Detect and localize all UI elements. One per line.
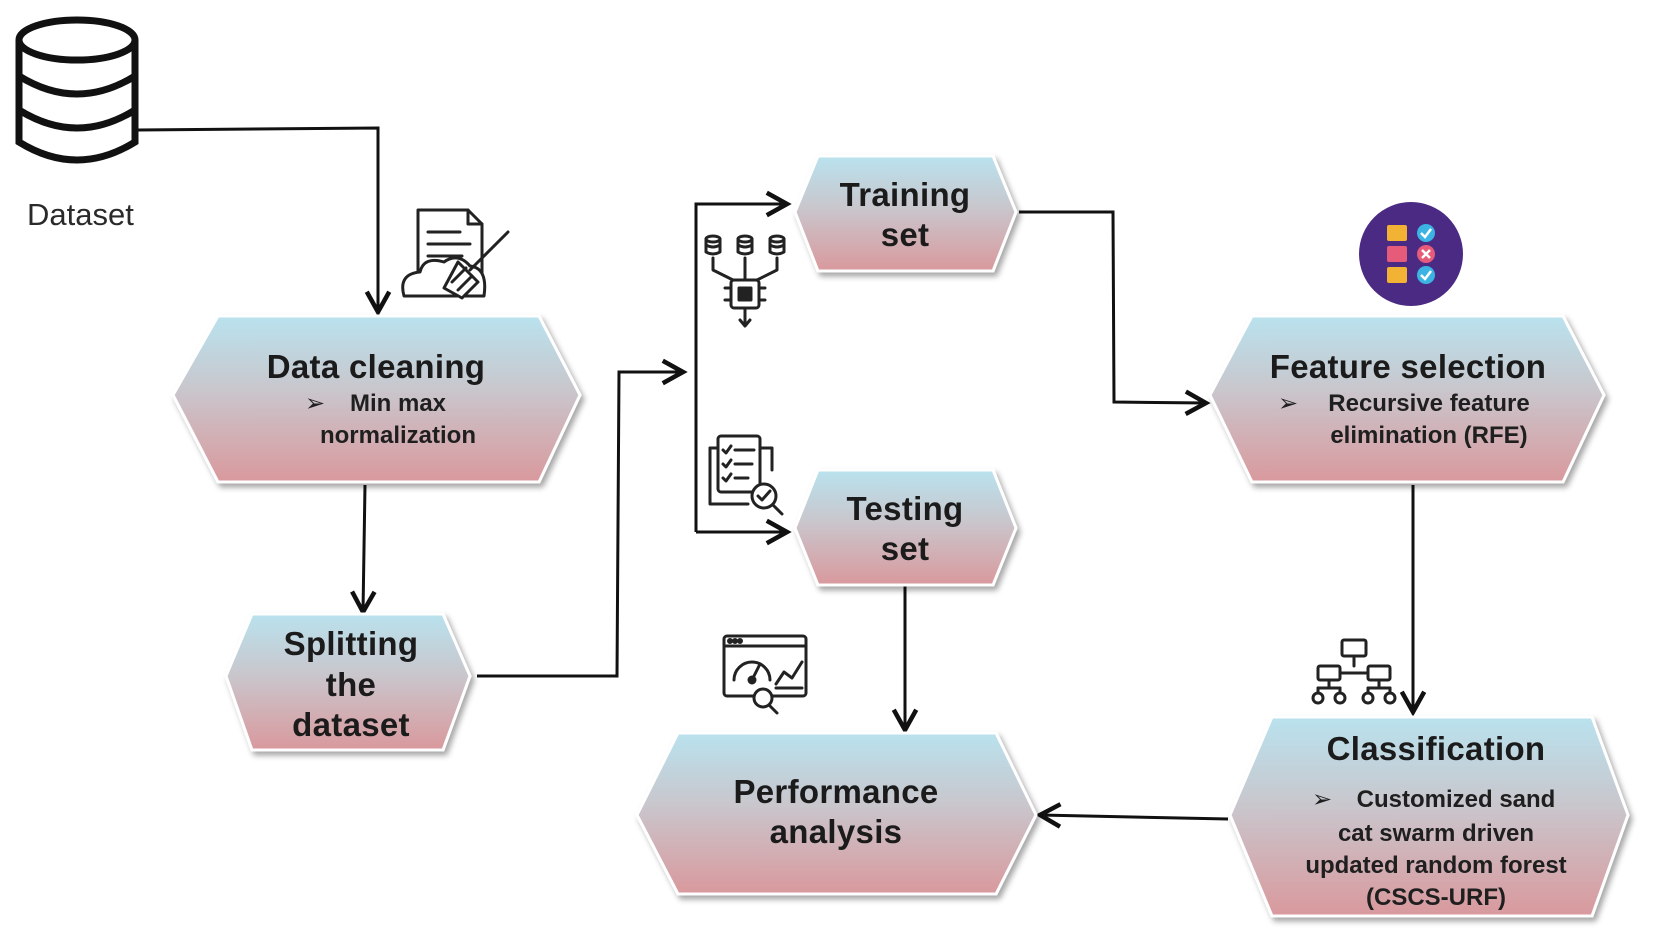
connectors (137, 126, 1413, 819)
hexagon-shape (171, 314, 582, 484)
bullet-line: updated random forest (1305, 852, 1566, 879)
node-classification: Classification ➢ Customized sand cat swa… (1228, 715, 1630, 918)
hexagon-shape (1208, 314, 1606, 484)
hexagon-shape (635, 731, 1038, 896)
hexagon-shape (224, 612, 472, 752)
node-title-line: dataset (292, 706, 410, 743)
database-icon (15, 16, 139, 164)
arrow-branch-to-training (694, 204, 787, 532)
arrow-training-to-feature (1019, 210, 1206, 403)
arrow-classification-to-performance (1040, 815, 1229, 819)
node-feature-selection: Feature selection ➢ Recursive feature el… (1208, 314, 1606, 484)
hexagon-shape (793, 468, 1018, 587)
bullet-line: (CSCS-URF) (1366, 884, 1506, 911)
arrow-cleaning-to-splitting (363, 484, 365, 612)
node-title-line: Performance (733, 773, 938, 810)
bullet-line: cat swarm driven (1338, 820, 1534, 847)
bullet-line: Min max (350, 390, 447, 417)
node-title-line: set (881, 530, 930, 567)
bullet-marker: ➢ (1312, 786, 1332, 813)
checklist-search-icon (708, 434, 784, 516)
dashboard-analytics-icon (722, 634, 808, 715)
arrow-splitting-to-branch (477, 372, 683, 678)
node-title-line: Testing (847, 490, 964, 527)
node-data-cleaning: Data cleaning ➢ Min max normalization (171, 314, 582, 484)
node-title-line: set (881, 216, 930, 253)
hierarchy-tree-icon (1311, 638, 1397, 705)
feature-list-badge-icon (1359, 202, 1463, 306)
node-training-set: Training set (793, 154, 1018, 273)
node-splitting-dataset: Splitting the dataset (224, 612, 472, 752)
node-title: Classification (1327, 730, 1546, 767)
node-performance-analysis: Performance analysis (635, 731, 1038, 896)
chip-stack-icon (704, 234, 786, 328)
node-title-line: the (326, 666, 376, 703)
node-title-line: Splitting (284, 625, 419, 662)
bullet-line: Customized sand (1357, 786, 1556, 813)
bullet-line: elimination (RFE) (1330, 422, 1527, 449)
node-title: Data cleaning (267, 348, 485, 385)
bullet-line: Recursive feature (1328, 390, 1529, 417)
bullet-marker: ➢ (1278, 390, 1298, 417)
document-broom-icon (401, 208, 510, 300)
hexagon-shape (1228, 715, 1630, 918)
node-title: Feature selection (1270, 348, 1547, 385)
node-title-line: analysis (770, 813, 903, 850)
arrow-dataset-to-cleaning (137, 126, 378, 312)
dataset-label: Dataset (27, 197, 134, 232)
node-testing-set: Testing set (793, 468, 1018, 587)
hexagon-shape (793, 154, 1018, 273)
bullet-line: normalization (320, 422, 476, 449)
bullet-marker: ➢ (305, 390, 325, 417)
node-title-line: Training (840, 176, 971, 213)
